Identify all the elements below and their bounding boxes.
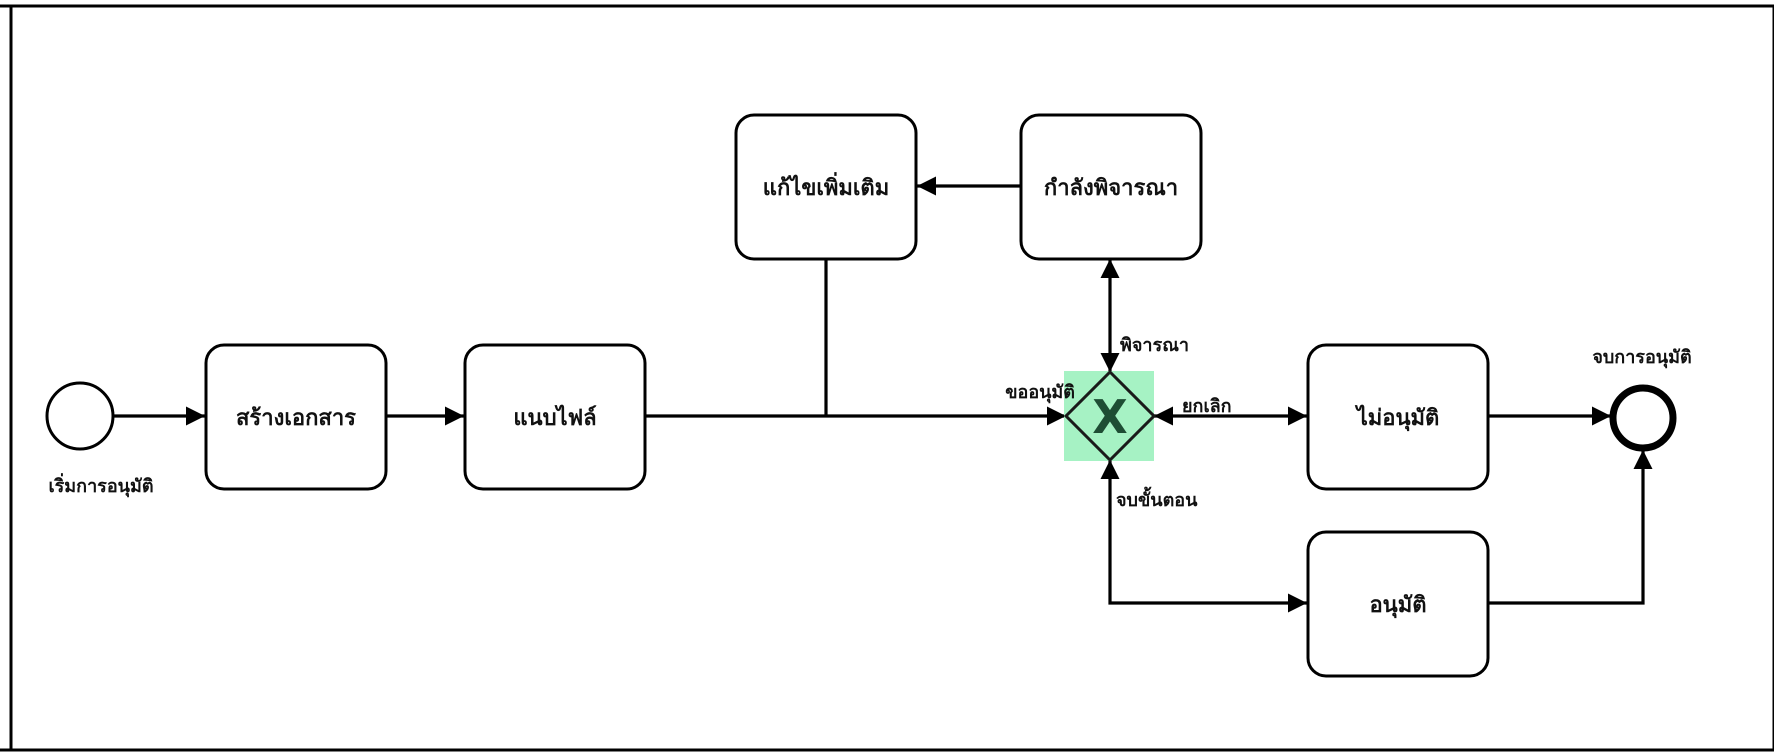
start-event[interactable]: เริ่มการอนุมัติ bbox=[45, 381, 154, 498]
gateway-diamond[interactable] bbox=[1063, 369, 1157, 463]
end-event-circle[interactable] bbox=[1609, 384, 1677, 452]
flow-approved-to-end[interactable] bbox=[1488, 450, 1653, 605]
task-not-approved-shape[interactable] bbox=[1306, 343, 1490, 491]
task-create-document-shape[interactable] bbox=[204, 343, 388, 491]
task-considering-label: กำลังพิจารณา bbox=[1044, 176, 1178, 201]
flow-gateway-approved[interactable] bbox=[1100, 460, 1307, 613]
task-not-approved-label: ไม่อนุมัติ bbox=[1355, 404, 1440, 432]
task-attach-file[interactable]: แนบไฟล์ bbox=[463, 343, 647, 491]
sequence-flows bbox=[112, 176, 1653, 613]
task-attach-file-shape[interactable] bbox=[463, 343, 647, 491]
task-considering[interactable]: กำลังพิจารณา bbox=[1019, 113, 1203, 261]
flow-label-end-step: จบขั้นตอน bbox=[1116, 486, 1198, 511]
exclusive-gateway[interactable]: X bbox=[1063, 369, 1157, 463]
pool-frame bbox=[0, 4, 1774, 752]
task-revise-label: แก้ไขเพิ่มเติม bbox=[763, 171, 889, 201]
flow-label-consider: พิจารณา bbox=[1120, 335, 1189, 356]
task-approved[interactable]: อนุมัติ bbox=[1306, 530, 1490, 678]
flow-label-cancel: ยกเลิก bbox=[1182, 396, 1232, 417]
task-attach-file-label: แนบไฟล์ bbox=[513, 404, 596, 431]
end-event[interactable]: จบการอนุมัติ bbox=[1592, 347, 1692, 452]
start-event-label: เริ่มการอนุมัติ bbox=[48, 473, 153, 498]
task-create-document[interactable]: สร้างเอกสาร bbox=[204, 343, 388, 491]
task-revise-shape[interactable] bbox=[734, 113, 918, 261]
end-event-label: จบการอนุมัติ bbox=[1592, 347, 1691, 369]
task-approved-shape[interactable] bbox=[1306, 530, 1490, 678]
task-revise[interactable]: แก้ไขเพิ่มเติม bbox=[734, 113, 918, 261]
gateway-x-icon: X bbox=[1092, 390, 1127, 444]
task-not-approved[interactable]: ไม่อนุมัติ bbox=[1306, 343, 1490, 491]
flow-label-request-approval: ขออนุมัติ bbox=[1005, 382, 1075, 404]
start-event-circle[interactable] bbox=[45, 381, 115, 451]
task-create-document-label: สร้างเอกสาร bbox=[236, 406, 356, 431]
task-considering-shape[interactable] bbox=[1019, 113, 1203, 261]
task-approved-label: อนุมัติ bbox=[1369, 593, 1426, 619]
